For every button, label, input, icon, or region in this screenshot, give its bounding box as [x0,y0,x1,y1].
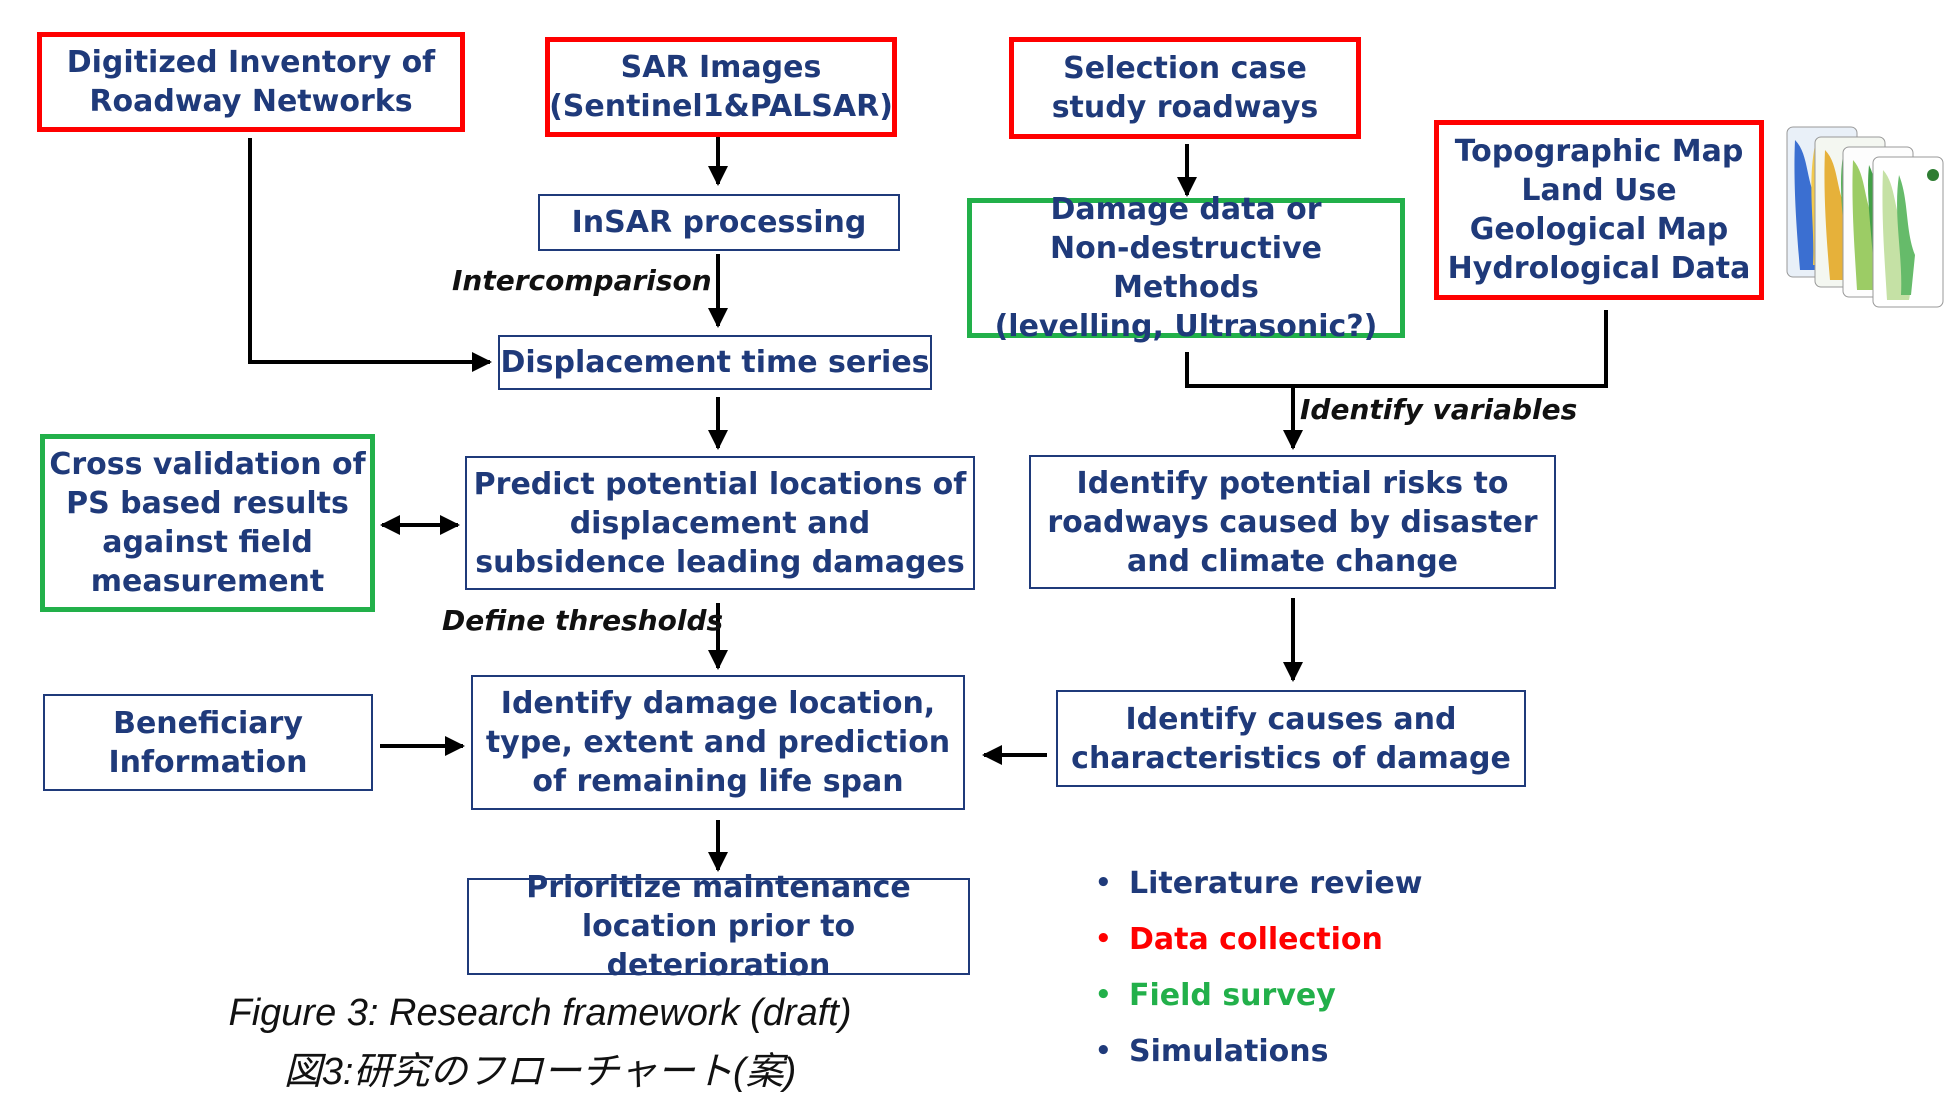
legend-item-simulations: • Simulations [1095,1033,1329,1069]
legend-item-field-survey: • Field survey [1095,977,1336,1013]
legend-item-literature-review: • Literature review [1095,865,1423,901]
box-prioritize-maintenance: Prioritize maintenance location prior to… [467,870,970,983]
merge-line [1185,310,1608,388]
label-identify-variables: Identify variables [1300,393,1578,426]
map-thumbnails-icon [1786,126,1944,308]
arrow-inventory-displacement [248,138,492,372]
box-predict-locations: Predict potential locations of displacem… [465,456,975,590]
box-cross-validation: Cross validation of PS based results aga… [40,434,375,612]
box-sar-images: SAR Images (Sentinel1&PALSAR) [545,37,897,137]
box-insar-processing: InSAR processing [538,194,900,251]
box-identify-risks: Identify potential risks to roadways cau… [1029,455,1556,589]
legend: • Literature review • Data collection • … [1095,855,1422,1079]
box-damage-data: Damage data or Non-destructive Methods (… [967,192,1405,344]
label-intercomparison: Intercomparison [452,264,712,297]
legend-item-data-collection: • Data collection [1095,921,1383,957]
figure-caption-japanese: 図3:研究のフローチャート(案) [283,1051,797,1093]
box-selection-case: Selection case study roadways [1009,37,1361,139]
bullet-icon: • [1095,868,1112,898]
box-identify-causes: Identify causes and characteristics of d… [1056,690,1526,787]
bullet-icon: • [1095,924,1112,954]
figure-caption: Figure 3: Research framework (draft) [228,992,852,1034]
bullet-icon: • [1095,980,1112,1010]
box-inventory: Digitized Inventory of Roadway Networks [37,32,465,132]
box-displacement-time-series: Displacement time series [498,335,932,390]
box-identify-damage: Identify damage location, type, extent a… [471,675,965,810]
flow-arrows [248,136,1608,872]
label-define-thresholds: Define thresholds [442,604,724,637]
box-topographic: Topographic Map Land Use Geological Map … [1434,120,1764,300]
box-beneficiary-information: Beneficiary Information [43,694,373,791]
bullet-icon: • [1095,1036,1112,1066]
